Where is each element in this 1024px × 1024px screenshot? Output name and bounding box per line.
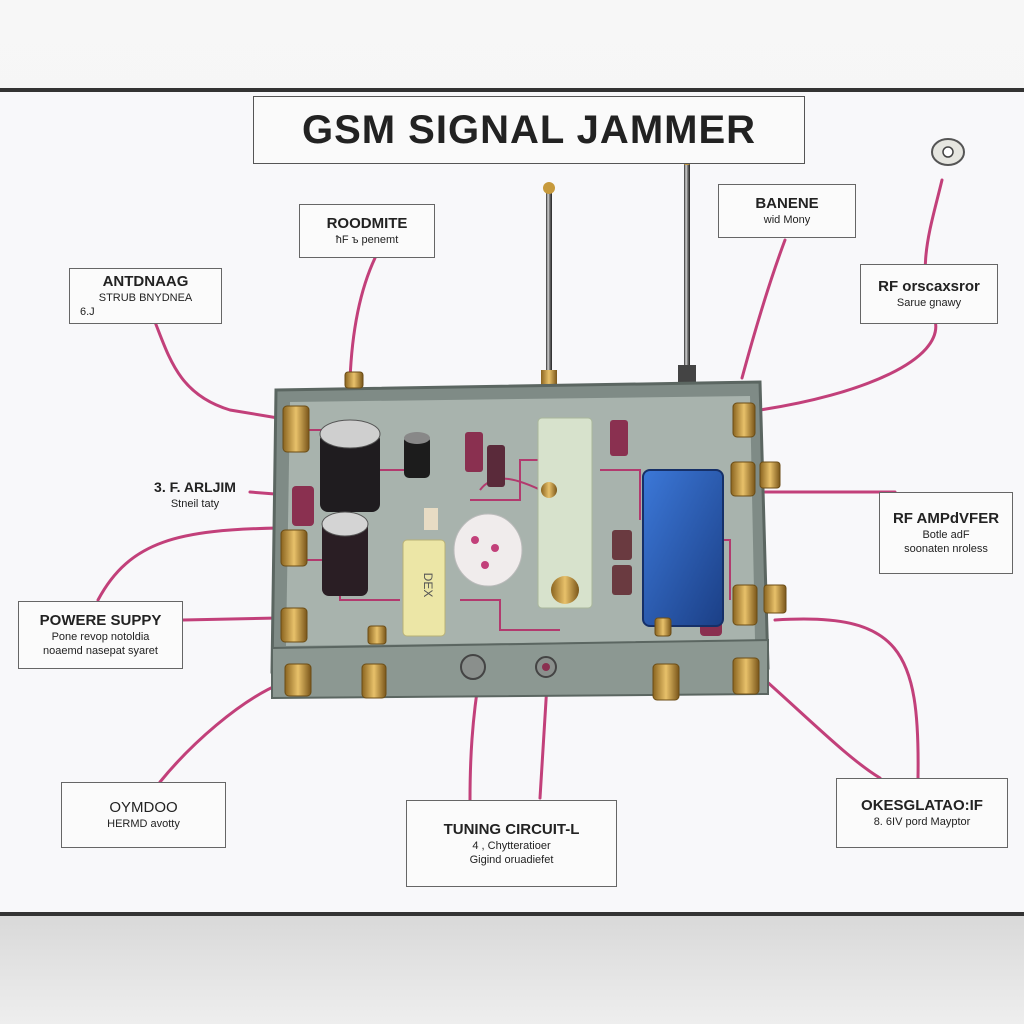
wire-oscillator-2: [763, 678, 882, 780]
amplifier-module: [642, 469, 724, 627]
label-antenna: ANTDNAAG STRUB BNYDNEA 6.J: [69, 268, 222, 324]
wire-connector: [931, 138, 965, 166]
wire-oymdoo: [158, 681, 284, 784]
brass-connectors: [280, 371, 787, 701]
label-tuning-circuit-heading: TUNING CIRCUIT-L: [443, 820, 580, 838]
filter-module: [537, 417, 593, 609]
label-rf-oscillator-heading: RF orscaxsror: [878, 278, 980, 295]
label-banene-sub: wid Mony: [763, 214, 811, 226]
label-roodmite: ROODMITE ħF ъ penemt: [299, 204, 435, 258]
capacitor-large-2: [321, 511, 369, 596]
antenna-left: [536, 182, 562, 418]
wire-power-supply-top: [96, 526, 280, 602]
wire-antenna: [153, 320, 280, 420]
label-oymdoo: OYMDOO HERMD avotty: [61, 782, 226, 848]
label-roodmite-sub: ħF ъ penemt: [335, 234, 399, 246]
label-antenna-heading: ANTDNAAG: [102, 273, 189, 290]
label-rf-oscillator-sub: Sarue gnawy: [896, 297, 962, 309]
label-tuning-circuit-sub2: Gigind oruadiefet: [469, 853, 554, 866]
wire-oscillator-1: [773, 617, 920, 780]
wire-rf-arlim: [248, 490, 277, 496]
wire-power-supply: [181, 616, 280, 622]
label-oscillator-sub: 8. 6IV pord Mayptor: [873, 816, 971, 828]
label-rf-amplifier: RF AMPdVFER Botle adF soonaten nroless: [879, 492, 1013, 574]
label-antenna-sub: STRUB BNYDNEA: [98, 292, 193, 304]
wire-banene: [740, 238, 787, 380]
label-oymdoo-heading: OYMDOO: [109, 799, 178, 816]
label-oymdoo-sub: HERMD avotty: [107, 818, 180, 830]
diagram-title-box: GSM SIGNAL JAMMER: [253, 96, 805, 164]
label-rf-amplifier-sub: Botle adF: [922, 529, 970, 541]
label-rf-amplifier-heading: RF AMPdVFER: [892, 510, 1000, 527]
label-antenna-mark: 6.J: [80, 306, 95, 318]
label-rf-arlim-heading: 3. F. ARLJIM: [154, 479, 236, 495]
label-tuning-circuit-sub: 4 , Chytteratioer: [472, 839, 551, 852]
label-banene-heading: BANENE: [755, 195, 819, 212]
label-roodmite-heading: ROODMITE: [326, 215, 408, 232]
rf-chip: [453, 513, 523, 587]
capacitor-small: [404, 432, 430, 478]
label-rf-arlim-sub: Stneil taty: [170, 498, 220, 510]
label-power-supply-sub: Pone revop notoldia: [51, 631, 150, 643]
diagram-title: GSM SIGNAL JAMMER: [301, 107, 757, 152]
capacitor-large-1: [319, 419, 381, 512]
wire-roodmite: [348, 256, 377, 382]
label-power-supply-heading: POWERE SUPPY: [39, 612, 162, 629]
table-surface: [0, 912, 1024, 1024]
label-oscillator: OKESGLATAO:IF 8. 6IV pord Mayptor: [836, 778, 1008, 848]
label-power-supply: POWERE SUPPY Pone revop notoldia noaemd …: [18, 601, 183, 669]
front-sockets: [460, 654, 557, 680]
label-power-supply-sub2: noaemd nasepat syaret: [43, 645, 158, 657]
svg-text:DEX: DEX: [421, 573, 435, 598]
label-oscillator-heading: OKESGLATAO:IF: [861, 797, 983, 814]
label-rf-amplifier-sub2: soonaten nroless: [904, 543, 988, 555]
label-rf-oscillator: RF orscaxsror Sarue gnawy: [860, 264, 998, 324]
label-banene: BANENE wid Mony: [718, 184, 856, 238]
film-capacitor: DEX: [402, 539, 446, 637]
label-rf-arlim: 3. F. ARLJIM Stneil taty: [140, 478, 250, 512]
label-tuning-circuit: TUNING CIRCUIT-L 4 , Chytteratioer Gigin…: [406, 800, 617, 887]
